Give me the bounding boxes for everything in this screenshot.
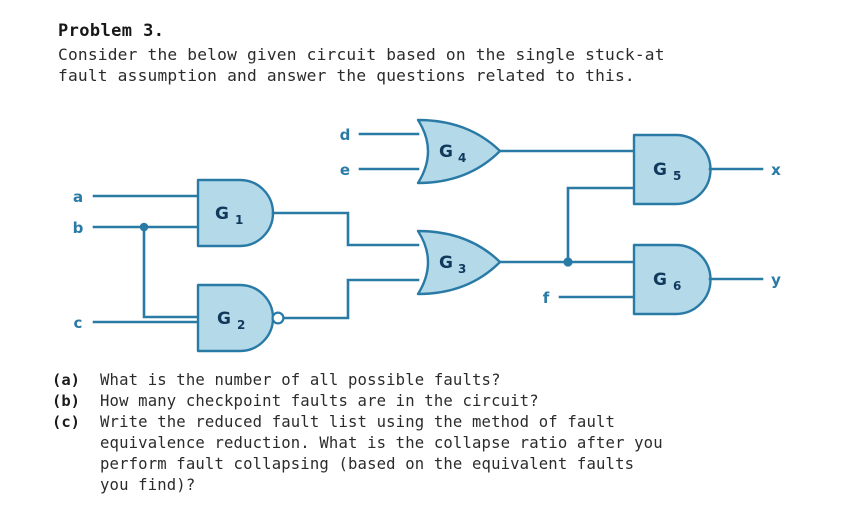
input-label-f: f	[543, 289, 550, 307]
gate-G2-label: G	[217, 309, 231, 329]
wire-G2-to-G3	[282, 278, 420, 320]
gate-G1-subscript: 1	[235, 213, 243, 227]
question-a-text: What is the number of all possible fault…	[100, 371, 501, 389]
input-label-a: a	[73, 188, 83, 206]
gate-G2-inversion-bubble	[271, 311, 285, 325]
inter-gate-wires	[271, 211, 420, 320]
wire-G3-branch-to-G5	[566, 186, 636, 264]
question-c-text: Write the reduced fault list using the m…	[100, 413, 663, 494]
question-a-tag: (a)	[52, 371, 80, 389]
gate-G4-label: G	[439, 142, 453, 162]
gate-G3-subscript: 3	[458, 262, 466, 276]
output-label-x: x	[771, 161, 781, 179]
page-title: Problem 3.	[58, 21, 165, 41]
gate-G3: G 3	[416, 229, 502, 296]
gate-G6: G 6	[632, 243, 764, 316]
question-item-b: (b) How many checkpoint faults are in th…	[52, 391, 842, 412]
gate-G4: G 4	[416, 118, 502, 185]
pin-labels: a b c d e f x y	[73, 126, 782, 332]
question-c-tag: (c)	[52, 413, 80, 431]
gate-G1: G 1	[196, 178, 275, 248]
output-routing-wires	[498, 149, 636, 267]
problem-intro-text: Consider the below given circuit based o…	[58, 45, 665, 85]
question-b-text: How many checkpoint faults are in the ci…	[100, 392, 539, 410]
question-item-c: (c) Write the reduced fault list using t…	[52, 412, 842, 496]
gate-G1-label: G	[215, 204, 229, 224]
gate-G5: G 5	[632, 133, 764, 206]
gate-G4-subscript: 4	[458, 151, 466, 165]
junction-dot-b	[139, 222, 149, 232]
question-b-tag: (b)	[52, 392, 80, 410]
input-label-c: c	[74, 314, 83, 332]
input-wires	[92, 132, 636, 324]
input-label-e: e	[340, 161, 350, 179]
gate-G3-label: G	[439, 253, 453, 273]
wire-G1-to-G3	[271, 211, 420, 247]
wire-b-branch	[142, 225, 200, 319]
circuit-diagram: .gbody { fill: #b4daea; stroke: #2a7aa6;…	[73, 118, 782, 353]
gate-G6-label: G	[653, 270, 667, 290]
junction-dot-G3-fanout	[563, 257, 573, 267]
questions-list: (a) What is the number of all possible f…	[52, 370, 842, 496]
question-item-a: (a) What is the number of all possible f…	[52, 370, 842, 391]
gate-G5-subscript: 5	[673, 169, 681, 183]
output-label-y: y	[771, 271, 781, 289]
gate-G2-subscript: 2	[237, 318, 245, 332]
gate-G6-subscript: 6	[673, 279, 681, 293]
gate-G5-label: G	[653, 160, 667, 180]
input-label-d: d	[340, 126, 351, 144]
gate-G2: G 2	[196, 283, 285, 353]
input-label-b: b	[73, 219, 84, 237]
